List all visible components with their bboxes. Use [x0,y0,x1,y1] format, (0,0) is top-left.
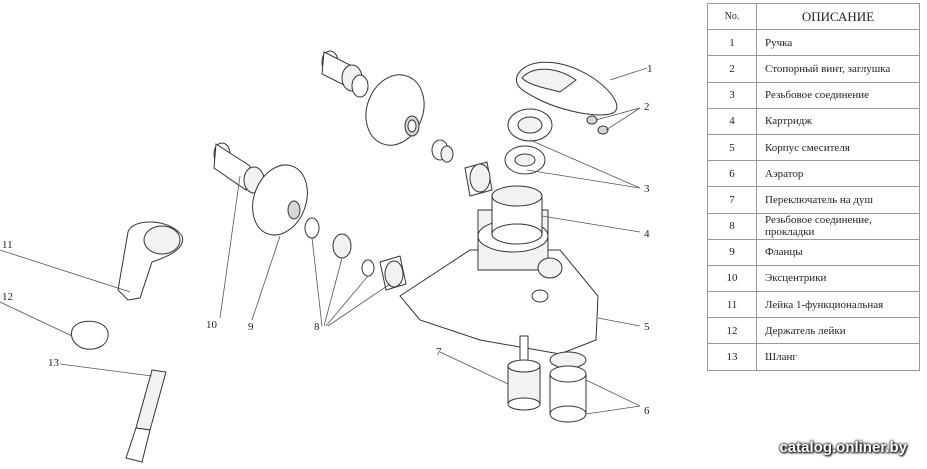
callouts: 1 2 3 4 5 6 7 8 9 10 11 12 13 [2,63,653,417]
legend-header-row: No. ОПИСАНИЕ [707,2,920,31]
legend-row-desc: Корпус смесителя [756,133,920,162]
flange-upper [365,74,425,146]
set-screw [586,115,609,135]
legend-row-no: 13 [707,343,757,371]
callout-12: 12 [2,291,13,303]
callout-7: 7 [436,346,442,358]
callout-11: 11 [2,239,13,251]
nut-right-upper [464,161,493,197]
legend-row-no: 1 [707,29,757,57]
callout-10: 10 [206,319,218,331]
legend-row-desc: Эксцентрики [756,264,920,293]
callout-5: 5 [644,321,650,333]
leader-lines [0,67,648,415]
legend-row-desc: Фланцы [756,238,920,266]
callout-8: 8 [314,321,320,333]
threaded-connection [504,108,553,175]
cartridge [491,185,543,245]
legend-row-desc: Шланг [756,343,920,371]
shower-diverter [507,335,541,411]
callout-13: 13 [48,357,60,369]
legend-row-desc: Картридж [756,107,920,135]
handle [516,61,618,116]
legend-row-desc: Держатель лейки [756,317,920,345]
callout-3: 3 [644,183,650,195]
legend-row-no: 9 [707,238,757,266]
callout-9: 9 [248,321,254,333]
nut-upper [431,139,454,163]
legend-row-no: 8 [707,212,757,240]
shower-holder [71,320,109,350]
gasket-set [304,217,407,291]
exploded-view-diagram: 1 2 3 4 5 6 7 8 9 10 11 12 13 [0,50,653,463]
legend-row-no: 4 [707,107,757,135]
shower-head [117,221,184,301]
aerator [549,351,587,423]
legend-row-desc: Лейка 1-функциональная [756,291,920,319]
eccentric-upper [321,50,369,98]
callout-1: 1 [647,63,653,75]
callout-2: 2 [644,101,650,113]
legend-row-no: 5 [707,133,757,162]
legend-row-desc: Переключатель на душ [756,186,920,214]
eccentric-lower [213,142,265,194]
legend-row-no: 2 [707,55,757,83]
callout-6: 6 [644,405,650,417]
watermark: catalog.onliner.by [779,439,907,456]
legend-row-no: 10 [707,264,757,293]
legend-row-desc: Стопорный винт, заглушка [756,55,920,83]
legend-row-desc: Аэратор [756,160,920,188]
shower-hose [125,369,167,463]
legend-row-no: 12 [707,317,757,345]
legend-header-no: No. [707,2,757,31]
flange-lower [252,164,308,236]
legend-row-desc: Резьбовое соединение, прокладки [756,212,920,240]
legend-row-no: 6 [707,160,757,188]
legend-row-desc: Ручка [756,29,920,57]
legend-row-desc: Резьбовое соединение [756,81,920,109]
legend-row-no: 3 [707,81,757,109]
callout-4: 4 [644,228,650,240]
legend-header-description: ОПИСАНИЕ [756,2,920,31]
legend-row-no: 11 [707,291,757,319]
legend-row-no: 7 [707,186,757,214]
